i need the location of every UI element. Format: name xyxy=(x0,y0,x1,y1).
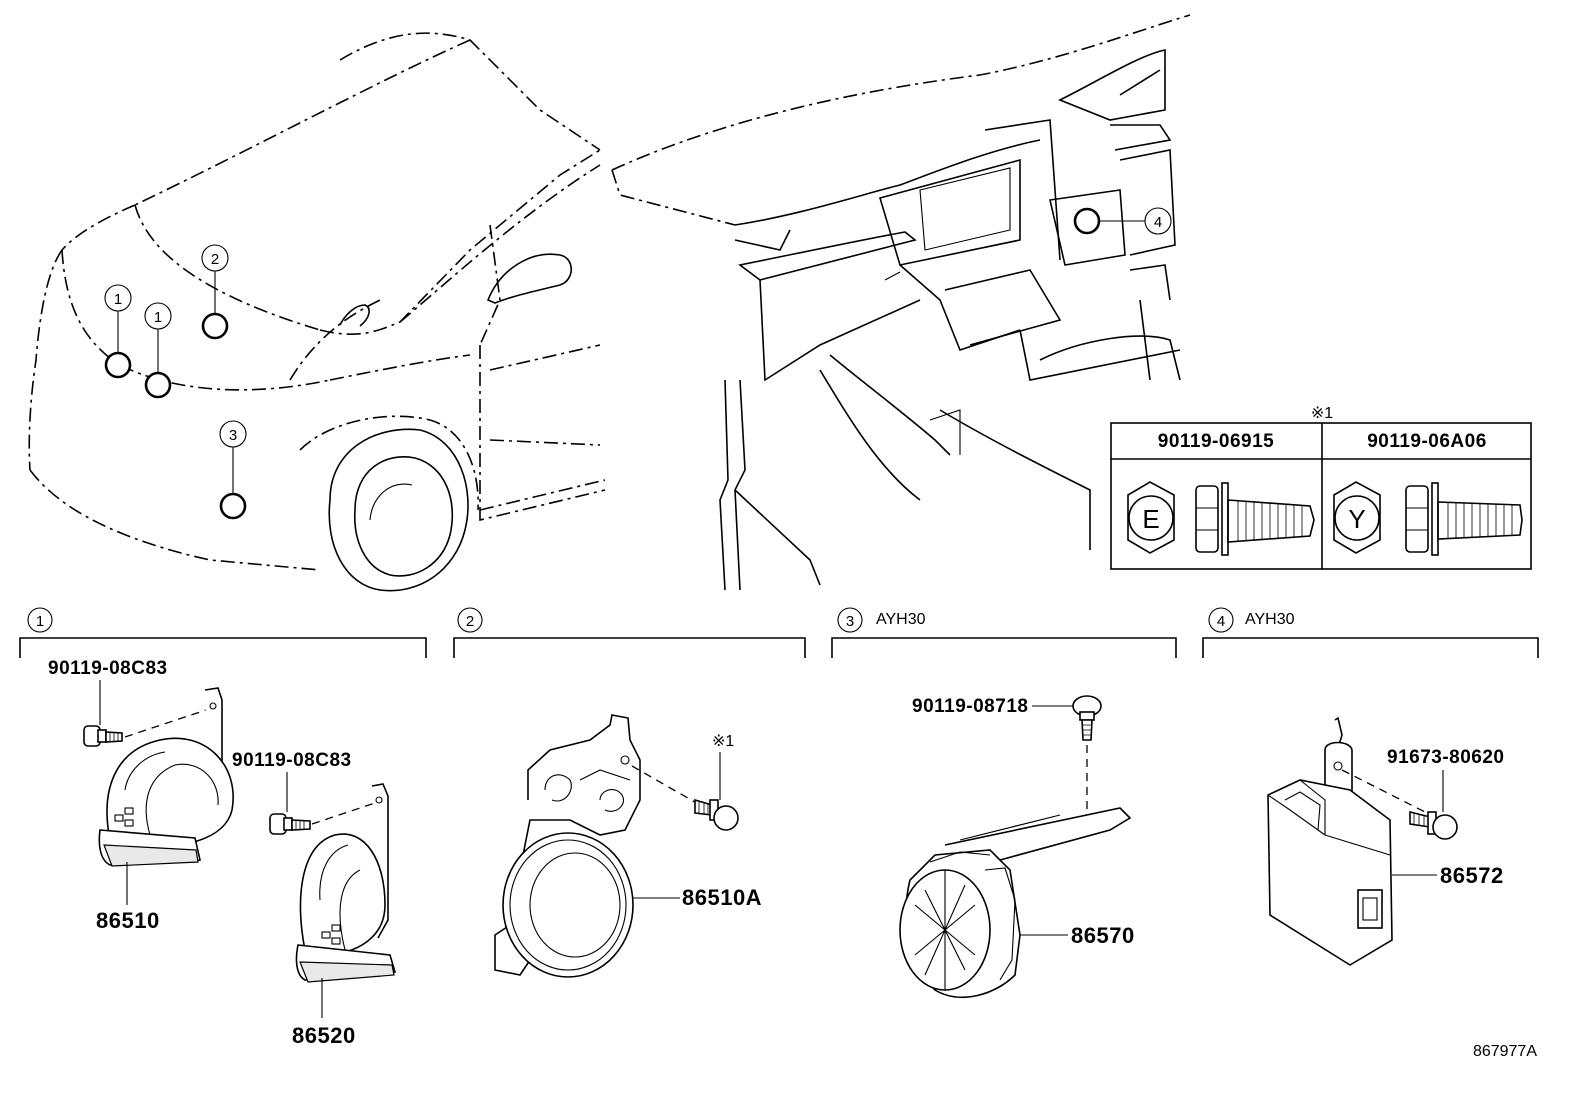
location-marker xyxy=(1073,207,1101,235)
vehicle-interior-view xyxy=(611,14,1191,591)
bolt-s3-icon xyxy=(1072,695,1102,741)
bolt-b-icon xyxy=(269,813,311,835)
bolt-s4-icon xyxy=(1409,810,1458,840)
section-1-parts: 90119-08C83 86510 90119-08C83 xyxy=(48,658,397,1048)
part-number-horn-low: 86520 xyxy=(292,1023,356,1048)
section-number: 1 xyxy=(36,613,44,630)
module-86572-drawing xyxy=(1267,716,1393,966)
table-col2-part: 90119-06A06 xyxy=(1367,431,1487,452)
section-2-parts: ※1 86510A xyxy=(494,714,762,978)
callout-loc-1b: 1 xyxy=(144,302,172,399)
part-number-siren: 86570 xyxy=(1071,923,1135,948)
callout-loc-3: 3 xyxy=(219,420,247,520)
section-header-2: 2 xyxy=(453,607,806,658)
horn-86510a-drawing xyxy=(494,714,641,978)
section-variant: AYH30 xyxy=(1245,611,1295,628)
bolt-symbol: Y xyxy=(1348,504,1365,534)
callout-label: 2 xyxy=(211,251,219,268)
callout-label: 3 xyxy=(229,427,237,444)
siren-86570-drawing xyxy=(899,807,1132,998)
location-marker xyxy=(104,351,132,379)
horn-86510-drawing xyxy=(98,687,234,867)
bolt-reference-table: ※1 90119-06915 90119-06A06 E Y xyxy=(1110,405,1532,570)
callout-loc-2: 2 xyxy=(201,244,229,340)
part-number-bolt-b: 90119-08C83 xyxy=(232,750,352,771)
table-col1-part: 90119-06915 xyxy=(1158,431,1274,452)
vehicle-exterior-view xyxy=(28,32,606,592)
callout-label: 1 xyxy=(154,309,162,326)
section-4-parts: 91673-80620 86572 xyxy=(1267,716,1505,966)
part-number-bolt-a: 90119-08C83 xyxy=(48,658,168,679)
section-header-1: 1 xyxy=(19,607,427,658)
section-number: 2 xyxy=(466,613,474,630)
bolt-mark: ※1 xyxy=(712,733,734,750)
bolt-s2-icon xyxy=(694,798,739,831)
bolt-a-icon xyxy=(83,725,123,747)
callout-label: 1 xyxy=(114,291,122,308)
bolt-side-e-icon xyxy=(1195,482,1315,556)
section-number: 4 xyxy=(1217,613,1225,630)
bolt-head-y-icon: Y xyxy=(1333,481,1381,554)
bolt-side-y-icon xyxy=(1405,482,1523,556)
part-number-module: 86572 xyxy=(1440,863,1504,888)
table-mark: ※1 xyxy=(1311,405,1333,422)
bolt-head-e-icon: E xyxy=(1127,481,1175,554)
part-number-horn-high: 86510 xyxy=(96,908,160,933)
location-marker xyxy=(144,371,172,399)
callout-loc-4: 4 xyxy=(1073,207,1172,235)
horn-86520-drawing xyxy=(295,783,397,983)
section-number: 3 xyxy=(846,613,854,630)
callout-loc-1a: 1 xyxy=(104,284,132,379)
figure-id: 867977A xyxy=(1473,1043,1537,1060)
part-number-horn-s2: 86510A xyxy=(682,885,762,910)
section-header-3: 3 AYH30 xyxy=(831,607,1177,658)
bolt-symbol: E xyxy=(1142,504,1159,534)
part-number-bolt-s4: 91673-80620 xyxy=(1387,747,1505,768)
section-variant: AYH30 xyxy=(876,611,926,628)
location-marker xyxy=(201,312,229,340)
section-header-4: 4 AYH30 xyxy=(1202,607,1539,658)
callout-label: 4 xyxy=(1154,214,1162,231)
location-marker xyxy=(219,492,247,520)
section-3-parts: 90119-08718 86570 xyxy=(899,695,1135,998)
part-number-bolt-s3: 90119-08718 xyxy=(912,696,1028,717)
